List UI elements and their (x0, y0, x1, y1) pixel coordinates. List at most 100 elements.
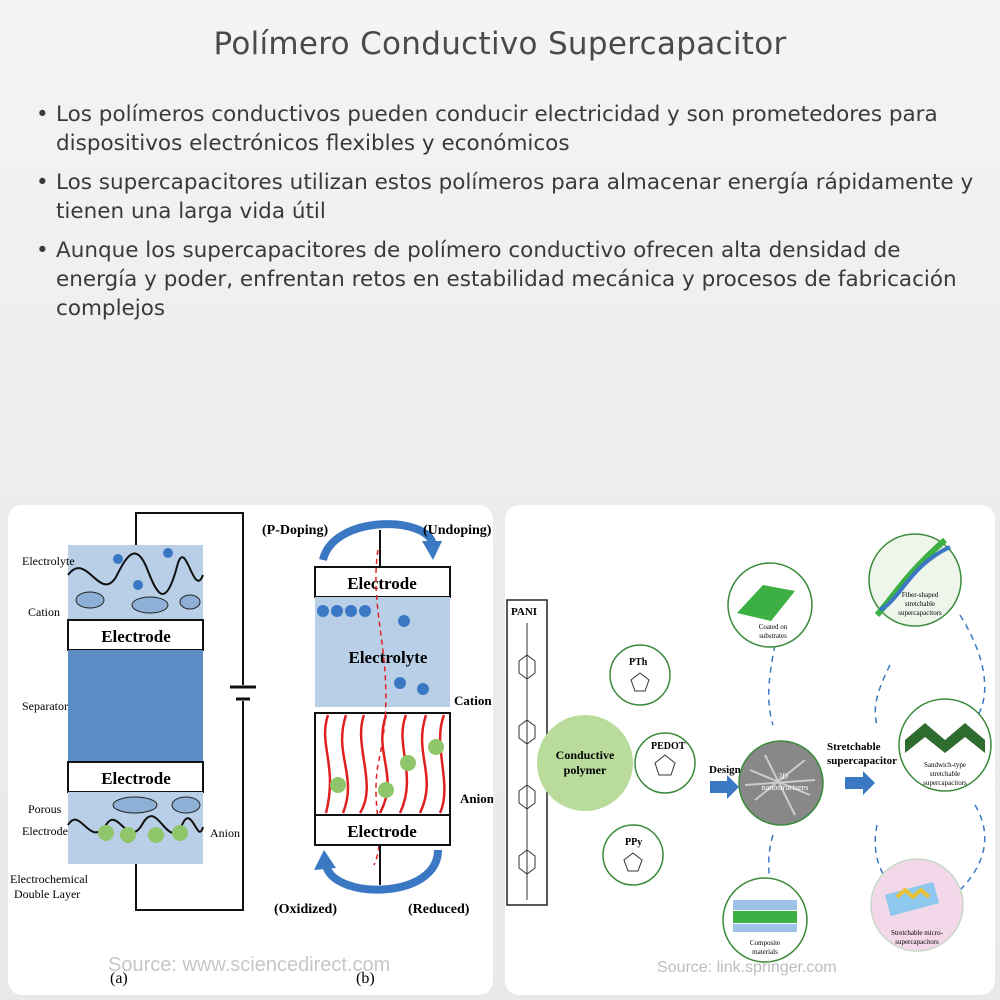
micro-substrate (885, 881, 939, 917)
pedot-ring (654, 754, 676, 776)
anion-circle (428, 739, 444, 755)
cation-dot (394, 677, 406, 689)
supercapacitor-mechanism-diagram: Electrode Electrode Electrolyte Cation S… (10, 512, 493, 987)
electrolyte-b-label: Electrolyte (349, 648, 428, 667)
pyrrole-ring (623, 852, 643, 872)
anion-circle (172, 825, 188, 841)
electrode-top-box (67, 619, 204, 651)
anion-dot (133, 580, 143, 590)
conductive-label-1: Conductive (556, 748, 615, 762)
anion-circle (148, 827, 164, 843)
nano-label-2: nanostructures (762, 783, 809, 792)
cation-dot (317, 605, 329, 617)
undoping-label: (Undoping) (423, 523, 492, 538)
ppy-circle (602, 824, 664, 886)
cation-ellipse (179, 594, 201, 610)
anion-circle (98, 825, 114, 841)
sandwich-label-3: supercapacitors (923, 779, 967, 787)
micro-label-2: supercapacitors (895, 938, 939, 946)
edl-label-2: Double Layer (14, 887, 80, 901)
electrode-bottom-label: Electrode (101, 769, 171, 788)
page-title: Polímero Conductivo Supercapacitor (213, 26, 787, 62)
connector-dashed (874, 664, 891, 726)
coated-sheet (737, 585, 795, 621)
electrolyte-label: Electrolyte (22, 554, 75, 568)
diagram-b: (P-Doping) (Undoping) Electrode Electrol… (262, 520, 493, 987)
composite-layer (733, 924, 797, 932)
bullet-item: Aunque los supercapacitores de polímero … (34, 236, 974, 323)
anion-label: Anion (210, 826, 240, 840)
cation-ellipse (131, 596, 169, 614)
cation-dot (398, 615, 410, 627)
conductive-label-2: polymer (564, 763, 607, 777)
cation-ellipse (171, 796, 201, 814)
ppy-label: PPy (625, 837, 642, 848)
fiber-label-2: stretchable (905, 600, 935, 608)
left-figure-panel: Electrode Electrode Electrolyte Cation S… (8, 505, 493, 995)
micro-label-1: Stretchable micro- (891, 929, 944, 937)
connector-dashed (767, 834, 776, 906)
nanofibers (744, 754, 816, 816)
stretch-label-1: Stretchable (827, 741, 881, 753)
anion-circle (400, 755, 416, 771)
micro-electrodes (895, 887, 931, 900)
composite-label-2: materials (752, 948, 778, 956)
stretch-arrow (845, 771, 875, 795)
electrode-b-top-label: Electrode (347, 574, 417, 593)
oxidized-label: (Oxidized) (274, 902, 337, 917)
diagram-a: Electrode Electrode Electrolyte Cation S… (10, 512, 256, 987)
anion-circle (378, 782, 394, 798)
cation-dot (331, 605, 343, 617)
electrode-top-label: Electrode (101, 627, 171, 646)
stretchable-supercapacitor-diagram: PANI Conductive polymer PTh PEDOT PPy De… (506, 533, 992, 963)
pth-label: PTh (629, 657, 648, 668)
stretch-label-2: supercapacitor (827, 755, 897, 767)
benzene-ring (518, 784, 536, 810)
cation-label: Cation (28, 605, 60, 619)
right-figure-panel: PANI Conductive polymer PTh PEDOT PPy De… (505, 505, 995, 995)
porous-surface-top (67, 552, 204, 595)
anion-circle (330, 777, 346, 793)
anion-b-label: Anion (460, 791, 493, 806)
bullet-item: Los supercapacitores utilizan estos polí… (34, 168, 974, 226)
nano-label-1: 3D (778, 772, 788, 781)
arrowhead (314, 850, 336, 870)
fiber-label-1: Fiber-shaped (902, 591, 939, 599)
coated-label-1: Coated on (759, 623, 788, 631)
cation-ellipse (112, 796, 158, 814)
sandwich-label-2: stretchable (930, 770, 960, 778)
caption-a: (a) (110, 970, 128, 987)
coated-label-2: substrates (759, 632, 787, 640)
pani-label: PANI (511, 606, 537, 618)
separator-label: Separator (22, 699, 68, 713)
source-sciencedirect: Source: www.sciencedirect.com (108, 954, 391, 976)
doping-arrow-top (319, 520, 437, 562)
separator-region (68, 650, 203, 762)
composite-layer (733, 911, 797, 923)
connector-dashed (768, 644, 776, 726)
electrode-b-bottom-label: Electrode (347, 822, 417, 841)
reduced-label: (Reduced) (408, 902, 470, 917)
source-springer: Source: link.springer.com (657, 959, 837, 976)
fiber-strand (878, 545, 951, 612)
composite-layer (733, 900, 797, 910)
thiophene-ring (630, 672, 650, 692)
doping-arrow-bottom (322, 849, 442, 894)
design-label: Design (709, 764, 741, 776)
connector-dashed (959, 614, 986, 721)
arrowhead (422, 541, 442, 560)
conductive-polymer-circle (537, 715, 633, 811)
p-doping-label: (P-Doping) (262, 523, 328, 538)
electrode-b-bottom-box (314, 814, 451, 846)
anion-circle (120, 827, 136, 843)
sandwich-label-1: Sandwich-type (924, 761, 966, 769)
sandwich-wave (905, 723, 985, 753)
connector-dashed (959, 804, 986, 891)
cation-dot (359, 605, 371, 617)
electrode-b-top-box (314, 566, 451, 598)
porous-label: Porous (28, 802, 62, 816)
fiber-label-3: supercapacitors (898, 609, 942, 617)
circuit-wire-top (135, 512, 244, 685)
cation-ellipse (75, 591, 105, 609)
bullet-list: Los polímeros conductivos pueden conduci… (34, 100, 974, 333)
